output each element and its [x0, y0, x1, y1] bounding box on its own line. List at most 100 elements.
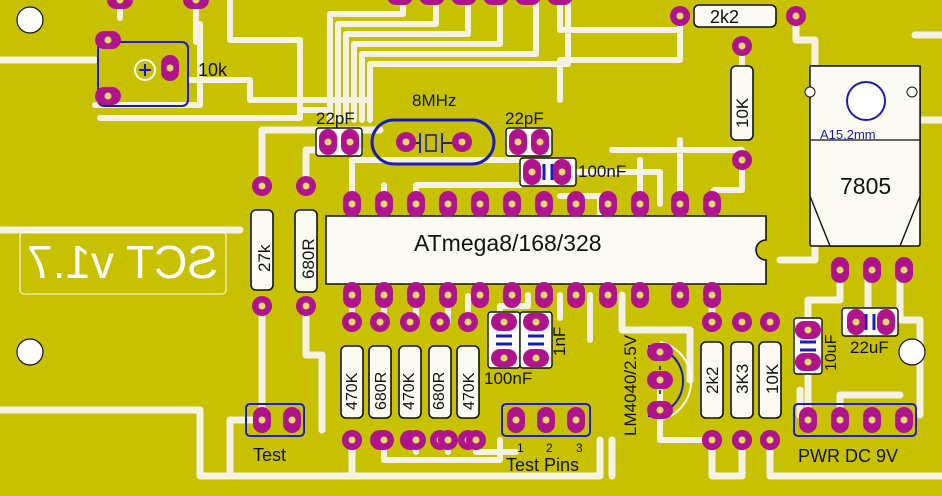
power-header-label: PWR DC 9V: [798, 446, 898, 466]
drill-hole: [302, 182, 310, 190]
drill-hole: [192, 0, 200, 4]
cap-1nf-label: 1nF: [550, 327, 569, 356]
potentiometer-outline: [97, 41, 189, 107]
drill-hole: [528, 168, 536, 176]
copper-trace: [545, 169, 663, 207]
pin-number-2: 2: [546, 441, 553, 455]
crystal-outline: [370, 118, 496, 166]
drill-hole: [472, 436, 480, 444]
drill-hole: [804, 416, 812, 424]
drill-hole: [708, 318, 716, 326]
resistor-body: [700, 341, 724, 419]
copper-trace: [349, 157, 523, 207]
regulator-notch: [906, 86, 918, 98]
drill-hole: [412, 200, 420, 208]
copper-trace: [187, 77, 373, 103]
copper-trace: [804, 266, 844, 324]
vref-label: LM4040/2.5V: [621, 334, 640, 436]
drill-hole: [444, 291, 452, 299]
drill-hole: [444, 436, 452, 444]
silkscreen: [16, 4, 926, 437]
drill-hole: [444, 200, 452, 208]
drill-hole: [302, 302, 310, 310]
board-title-mirrored: SCT v1.7: [27, 236, 218, 288]
resistor-body: [758, 341, 782, 419]
drill-hole: [852, 318, 860, 326]
copper-trace: [708, 436, 744, 480]
copper-trace: [766, 436, 942, 480]
resistor-2k2-top-label: 2k2: [710, 7, 739, 27]
mounting-hole: [16, 6, 44, 34]
drill-hole: [402, 138, 410, 146]
resistor-body: [368, 345, 392, 419]
drill-hole: [868, 266, 876, 274]
solder-pad: [451, 0, 477, 5]
cap-10uf-label: 10uF: [823, 334, 840, 371]
solder-pad: [547, 0, 573, 5]
resistor-27k-label: 27k: [255, 244, 274, 272]
cap-22pf-left-label: 22pF: [316, 109, 355, 128]
drill-hole: [380, 436, 388, 444]
resistor-body: [730, 65, 754, 141]
regulator-notch: [804, 86, 816, 98]
drill-hole: [676, 200, 684, 208]
resistor-array-label-4: 680R: [431, 372, 448, 410]
drill-hole: [676, 291, 684, 299]
regulator-package-label: A15,2mm: [820, 127, 876, 142]
drill-hole: [572, 416, 580, 424]
drill-hole: [656, 406, 664, 414]
drill-hole: [166, 64, 174, 72]
drill-hole: [500, 354, 508, 362]
crystal-symbol: [406, 133, 456, 153]
cap-22pf-right-label: 22pF: [505, 109, 544, 128]
copper-trace: [343, 0, 471, 123]
resistor-3k3-label: 3K3: [733, 364, 752, 394]
drill-hole: [116, 0, 124, 4]
drill-hole: [348, 200, 356, 208]
resistor-body: [730, 341, 754, 419]
drill-hole: [572, 200, 580, 208]
drill-hole: [536, 138, 544, 146]
drill-hole: [348, 436, 356, 444]
drill-hole: [540, 291, 548, 299]
drill-hole: [258, 182, 266, 190]
resistor-10k-vertical-label: 10K: [733, 97, 752, 128]
drill-hole: [604, 291, 612, 299]
drill-hole: [604, 200, 612, 208]
crystal-label: 8MHz: [412, 91, 456, 110]
drill-hole: [464, 318, 472, 326]
drill-hole: [766, 318, 774, 326]
solder-pad: [483, 0, 509, 5]
power-header-outline: [793, 403, 917, 437]
drill-hole: [476, 200, 484, 208]
regulator-outline: [809, 65, 921, 247]
copper-trace: [776, 12, 819, 264]
potentiometer-symbol: [134, 59, 156, 81]
drill-hole: [708, 200, 716, 208]
mounting-hole: [898, 338, 926, 366]
resistor-array-label-2: 680R: [373, 372, 390, 410]
solder-pad: [183, 0, 209, 9]
regulator-label: 7805: [840, 173, 891, 199]
drill-hole: [572, 291, 580, 299]
drill-hole: [676, 12, 684, 20]
resistor-10k-label: 10K: [763, 363, 782, 394]
copper-trace: [618, 291, 694, 384]
drill-hole: [532, 354, 540, 362]
vref-outline: [659, 341, 693, 421]
drill-hole: [348, 318, 356, 326]
drill-hole: [540, 200, 548, 208]
resistor-body: [693, 4, 777, 28]
title-plate: [19, 231, 227, 295]
mounting-hole: [16, 338, 44, 366]
drill-hole: [514, 138, 522, 146]
drill-hole: [836, 266, 844, 274]
resistor-array-label-3: 470K: [401, 372, 418, 410]
drill-hole: [804, 358, 812, 366]
solder-pad: [515, 0, 541, 5]
drill-hole: [804, 326, 812, 334]
drill-hole: [708, 291, 716, 299]
resistor-680r-left-label: 680R: [299, 238, 318, 279]
